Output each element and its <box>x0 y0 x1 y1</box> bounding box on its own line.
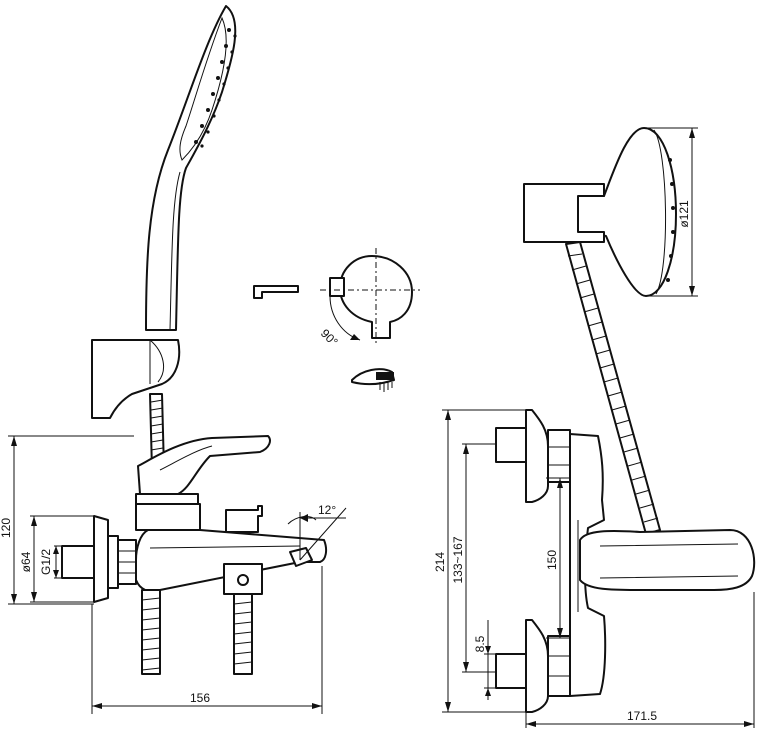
dim-width-156: 156 <box>91 566 323 714</box>
dim-width-156-label: 156 <box>190 691 210 705</box>
front-view: 120 ø64 G1/2 156 12° <box>0 5 347 714</box>
shower-head-icon <box>351 368 395 392</box>
shower-hose-side <box>565 241 661 535</box>
mixer-body-side <box>569 433 756 697</box>
shower-head-side <box>573 127 677 297</box>
dim-small-8-5: 8.5 <box>473 620 496 700</box>
supply-hoses <box>141 589 253 675</box>
rotation-detail: 90° <box>318 248 420 349</box>
mixer-body <box>61 503 328 603</box>
dim-total-214-label: 214 <box>433 552 447 572</box>
dim-flange-64-label: ø64 <box>19 551 33 572</box>
upper-connector <box>495 409 571 503</box>
dim-head-121-label: ø121 <box>677 200 691 228</box>
dim-range-133-167: 133~167 <box>451 443 496 673</box>
dim-centers-150-label: 150 <box>545 550 559 570</box>
shower-holder <box>91 339 181 419</box>
dim-thread-g12-label: G1/2 <box>39 549 53 575</box>
wall-holder-side <box>523 183 605 243</box>
side-view: ø121 <box>433 127 756 728</box>
dim-angle-12: 12° <box>287 503 347 561</box>
dim-thread-g12: G1/2 <box>39 545 62 579</box>
dim-head-121: ø121 <box>646 127 698 297</box>
dim-depth-171-5: 171.5 <box>525 592 755 728</box>
detail-view: 90° <box>253 248 420 392</box>
hand-shower <box>145 5 237 331</box>
dim-angle-90-label: 90° <box>318 326 341 349</box>
dim-height-120-label: 120 <box>0 518 13 538</box>
dim-depth-171-5-label: 171.5 <box>627 709 657 723</box>
dim-flange-64: ø64 <box>19 515 94 603</box>
dim-angle-12-label: 12° <box>318 503 336 517</box>
lower-connector <box>495 619 571 713</box>
dim-range-133-167-label: 133~167 <box>451 536 465 583</box>
dim-total-214: 214 <box>433 409 526 713</box>
dim-centers-150: 150 <box>545 477 570 639</box>
dim-small-8-5-label: 8.5 <box>473 635 487 652</box>
bracket-side-profile <box>253 285 299 299</box>
spray-nozzles <box>194 28 237 148</box>
dim-height-120: 120 <box>0 435 134 605</box>
shower-head-nozzles <box>666 158 675 282</box>
